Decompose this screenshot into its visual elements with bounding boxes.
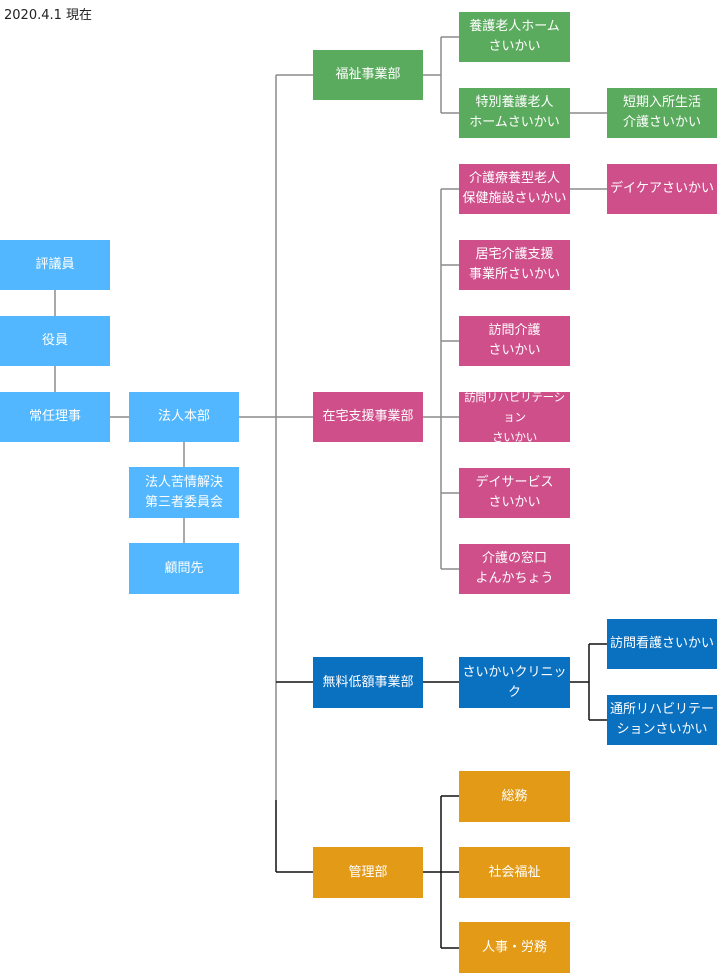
node-special-nursing-home: 特別養護老人 ホームさいかい xyxy=(459,88,570,138)
node-home-support-division: 在宅支援事業部 xyxy=(313,392,423,442)
node-welfare-division: 福祉事業部 xyxy=(313,50,423,100)
node-day-service: デイサービス さいかい xyxy=(459,468,570,518)
as-of-date: 2020.4.1 現在 xyxy=(4,8,93,23)
node-officers: 役員 xyxy=(0,316,110,366)
node-advisors: 顧問先 xyxy=(129,543,239,594)
node-nursing-home: 養護老人ホーム さいかい xyxy=(459,12,570,62)
node-care-support-office: 居宅介護支援 事業所さいかい xyxy=(459,240,570,290)
node-management-division: 管理部 xyxy=(313,847,423,898)
node-home-care: 訪問介護 さいかい xyxy=(459,316,570,366)
node-hr-labor: 人事・労務 xyxy=(459,922,570,973)
node-executive-director: 常任理事 xyxy=(0,392,110,442)
node-low-cost-division: 無料低額事業部 xyxy=(313,657,423,708)
node-short-stay: 短期入所生活 介護さいかい xyxy=(607,88,717,138)
node-social-welfare: 社会福祉 xyxy=(459,847,570,898)
node-councillors: 評議員 xyxy=(0,240,110,290)
node-home-nursing: 訪問看護さいかい xyxy=(607,619,717,669)
node-home-rehab: 訪問リハビリテーション さいかい xyxy=(459,390,570,444)
node-care-health-facility: 介護療養型老人 保健施設さいかい xyxy=(459,164,570,214)
node-care-window: 介護の窓口 よんかちょう xyxy=(459,544,570,594)
node-outpatient-rehab: 通所リハビリテー ションさいかい xyxy=(607,695,717,745)
node-corporate-headquarters: 法人本部 xyxy=(129,392,239,442)
node-general-affairs: 総務 xyxy=(459,771,570,822)
node-complaint-committee: 法人苦情解決 第三者委員会 xyxy=(129,467,239,518)
node-day-care: デイケアさいかい xyxy=(607,164,717,214)
node-clinic: さいかいクリニック xyxy=(459,657,570,708)
